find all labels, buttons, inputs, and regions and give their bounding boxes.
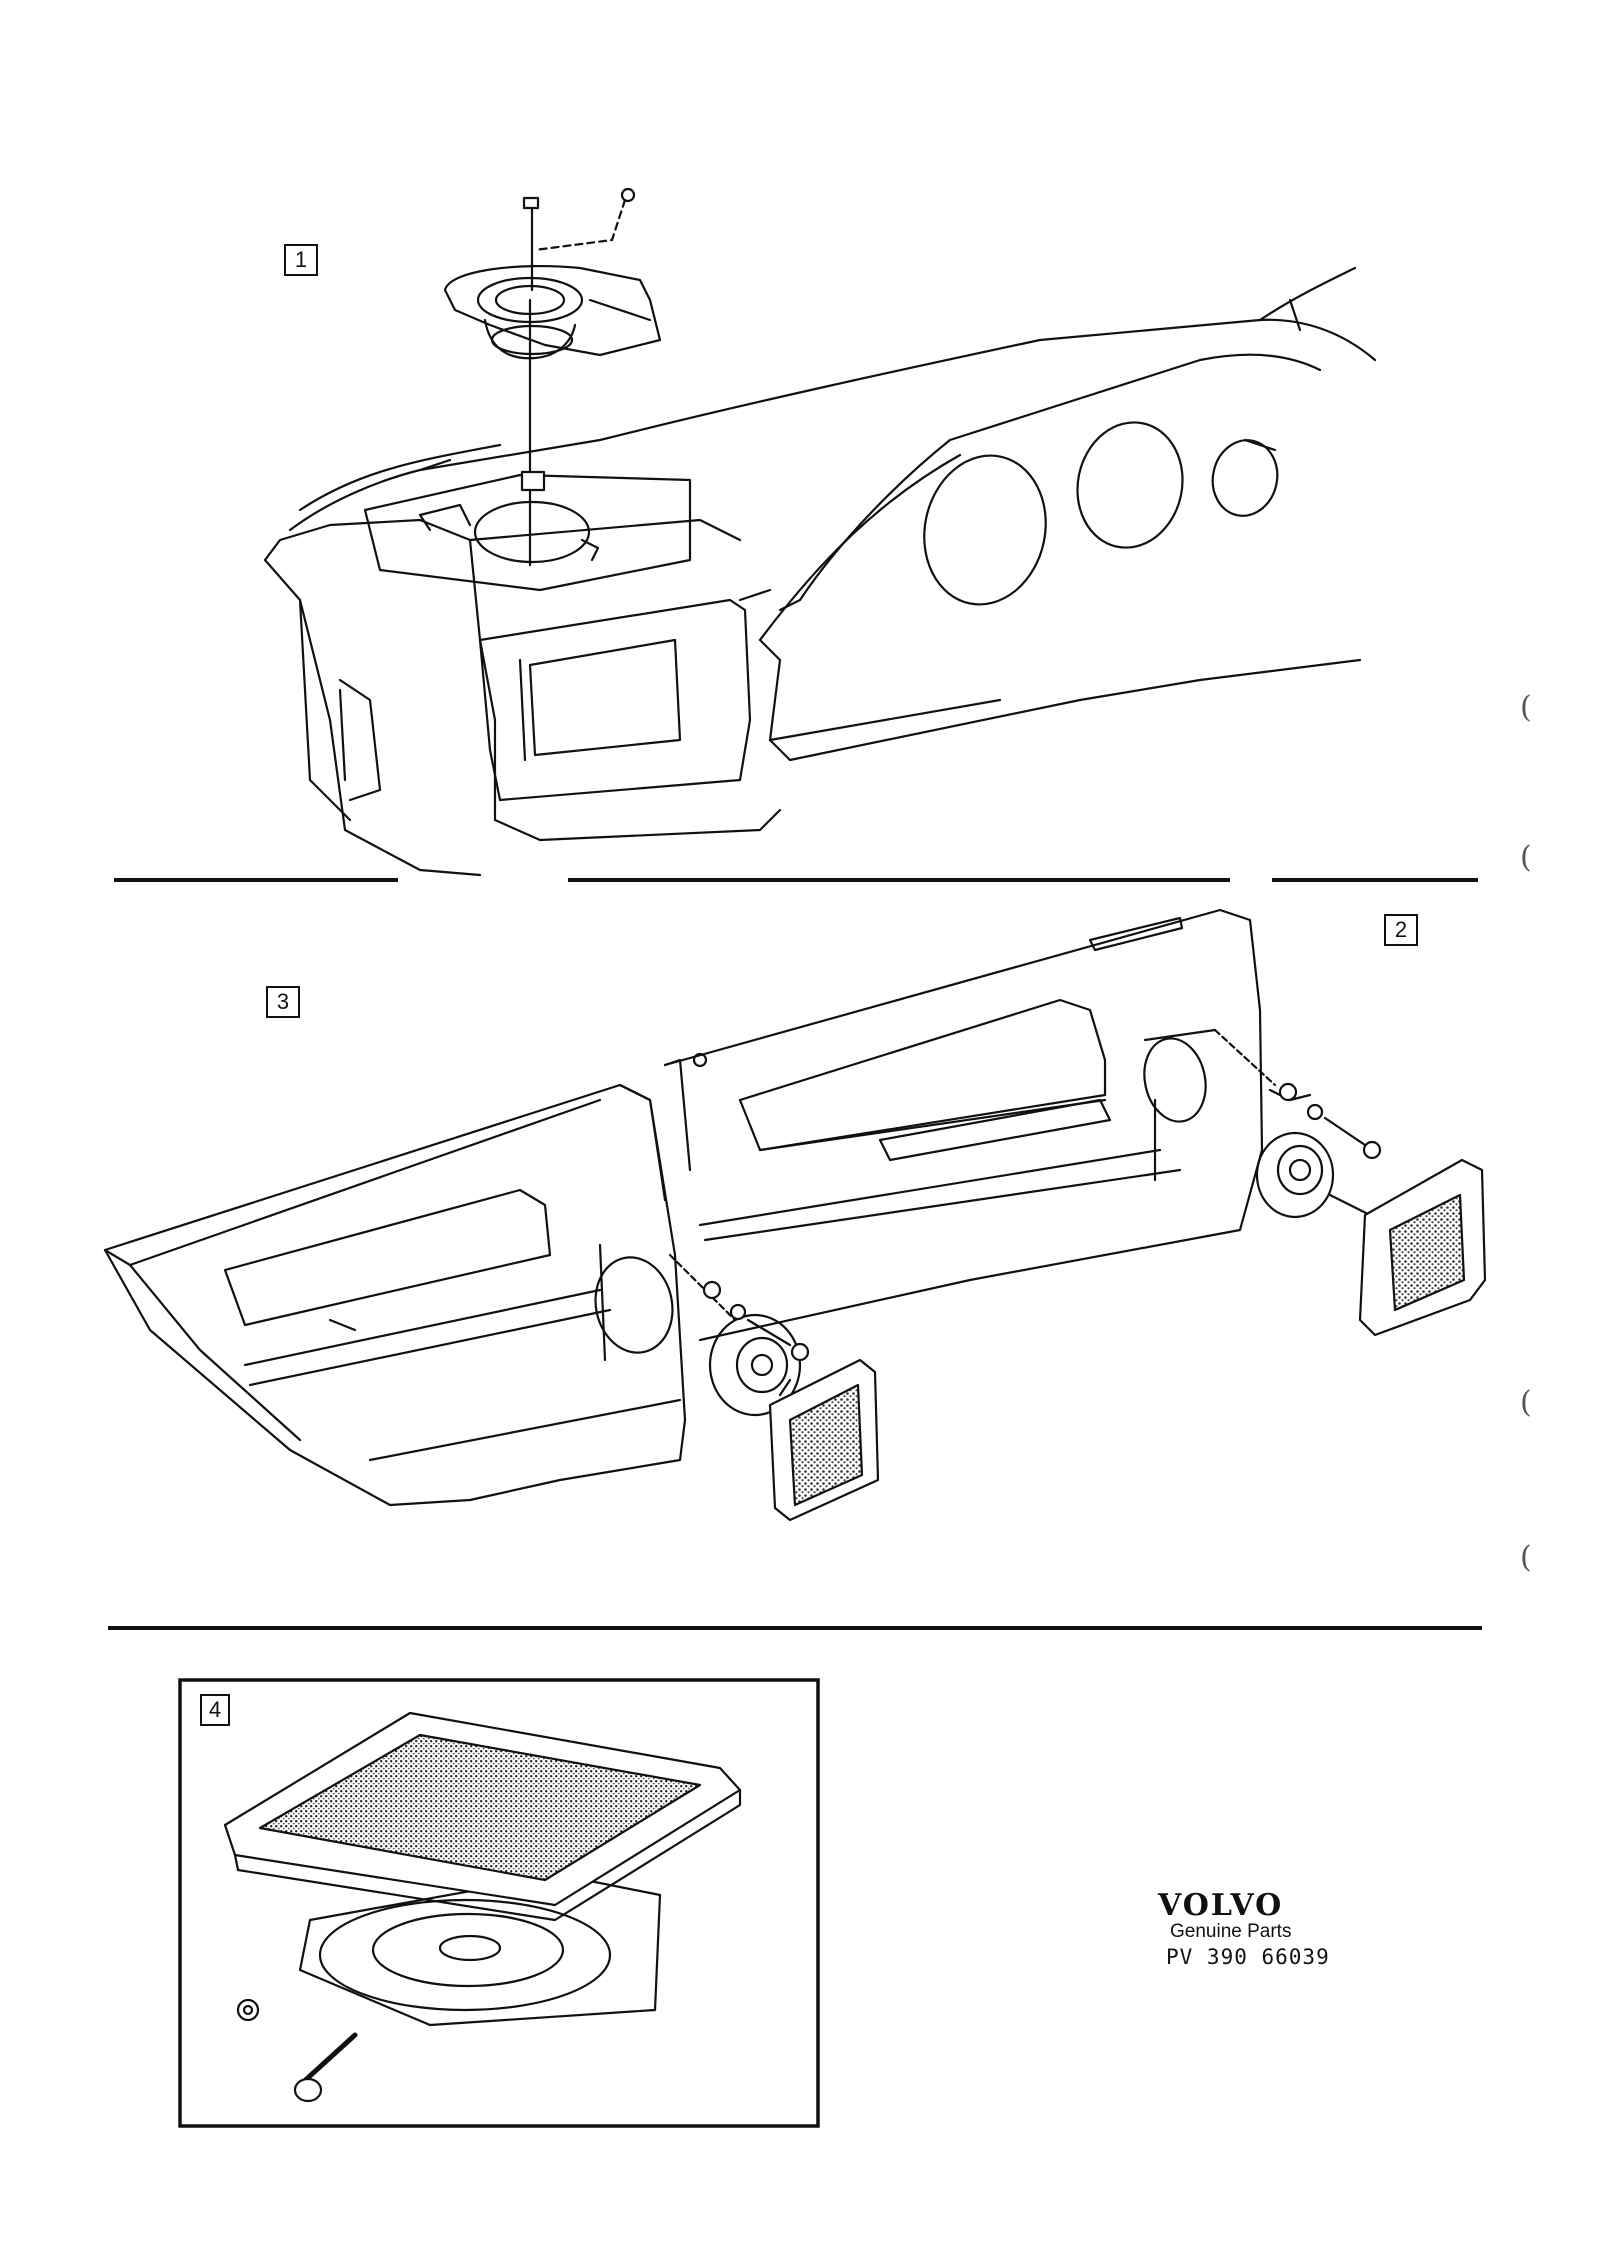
callout-4: 4 bbox=[200, 1694, 230, 1726]
section-4-frame bbox=[178, 1678, 820, 2128]
callout-3: 3 bbox=[266, 986, 300, 1018]
margin-mark: ( bbox=[1520, 1385, 1532, 1420]
door-panels bbox=[103, 908, 1487, 1522]
callout-1: 1 bbox=[284, 244, 318, 276]
margin-mark: ( bbox=[1520, 690, 1532, 725]
brand-logo-text: VOLVO bbox=[1158, 1888, 1284, 1923]
callout-2: 2 bbox=[1384, 914, 1418, 946]
separator-lines bbox=[108, 878, 1482, 1630]
part-number: PV 390 66039 bbox=[1166, 1945, 1330, 1969]
rear-shelf-speaker bbox=[223, 1711, 742, 2103]
dashboard-assembly bbox=[263, 187, 1377, 877]
brand-block: VOLVO Genuine Parts PV 390 66039 bbox=[1158, 1888, 1330, 1969]
margin-mark: ( bbox=[1520, 840, 1532, 875]
brand-subtitle: Genuine Parts bbox=[1170, 1921, 1292, 1942]
margin-mark: ( bbox=[1520, 1540, 1532, 1575]
